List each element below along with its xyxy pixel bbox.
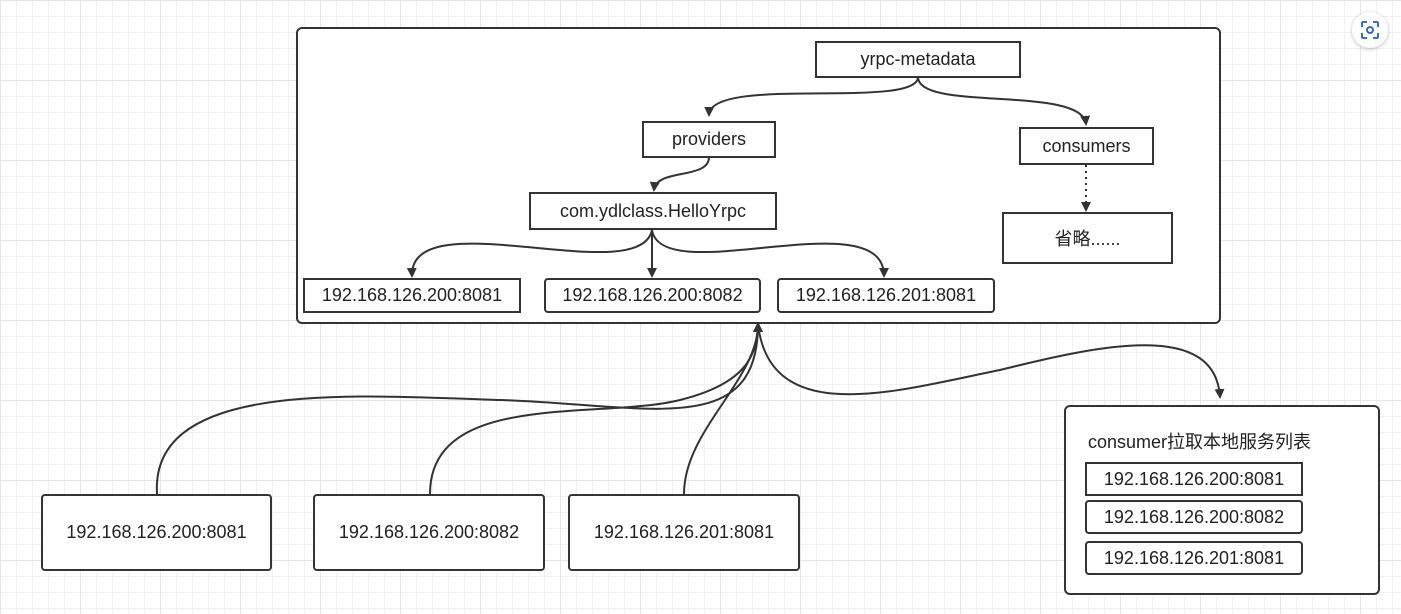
cache-item-3: 192.168.126.201:8081 <box>1085 541 1303 575</box>
edge-server2-registry <box>429 322 763 495</box>
server-node-2: 192.168.126.200:8082 <box>313 494 545 571</box>
metadata-node: yrpc-metadata <box>815 41 1021 78</box>
server-node-3: 192.168.126.201:8081 <box>568 494 800 571</box>
edge-server3-registry <box>683 322 763 495</box>
registry-node-1: 192.168.126.200:8081 <box>303 278 521 313</box>
edge-server1-registry <box>155 322 763 495</box>
focus-view-icon <box>1361 21 1379 39</box>
cache-item-2: 192.168.126.200:8082 <box>1085 500 1303 534</box>
consumer-cache-title: consumer拉取本地服务列表 <box>1088 432 1312 452</box>
registry-node-2: 192.168.126.200:8082 <box>544 278 761 313</box>
service-node: com.ydlclass.HelloYrpc <box>529 192 777 230</box>
cache-item-1: 192.168.126.200:8081 <box>1085 462 1303 496</box>
omitted-node: 省略...... <box>1002 212 1173 264</box>
focus-view-button[interactable] <box>1352 12 1388 48</box>
registry-node-3: 192.168.126.201:8081 <box>777 278 995 313</box>
server-node-1: 192.168.126.200:8081 <box>41 494 272 571</box>
consumers-node: consumers <box>1019 127 1154 165</box>
providers-node: providers <box>642 121 776 158</box>
edge-registry-consumer <box>757 323 1225 399</box>
